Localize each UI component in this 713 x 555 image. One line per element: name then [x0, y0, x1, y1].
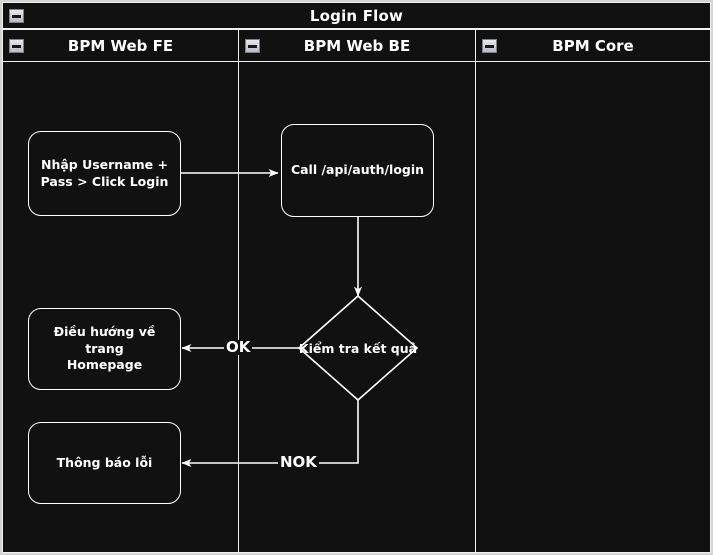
lane-body-bpm-core — [475, 62, 711, 553]
lane-core-collapse-icon[interactable] — [482, 39, 497, 53]
task-call-login-api-label: Call /api/auth/login — [290, 162, 425, 178]
lane-be-label: BPM Web BE — [303, 36, 411, 55]
pool-title-bar: Login Flow — [2, 2, 711, 29]
task-input-credentials-label: Nhập Username +Pass > Click Login — [40, 156, 169, 189]
edge-label-ok: OK — [224, 338, 253, 356]
lane-header-bpm-web-be: BPM Web BE — [238, 29, 476, 62]
edge-label-nok: NOK — [278, 453, 319, 471]
lane-header-bpm-web-fe: BPM Web FE — [2, 29, 239, 62]
task-input-credentials[interactable]: Nhập Username +Pass > Click Login — [28, 131, 181, 216]
pool-title-label: Login Flow — [309, 6, 404, 25]
lane-header-bpm-core: BPM Core — [475, 29, 711, 62]
lane-fe-label: BPM Web FE — [67, 36, 174, 55]
task-show-error[interactable]: Thông báo lỗi — [28, 422, 181, 504]
lane-be-collapse-icon[interactable] — [245, 39, 260, 53]
lane-core-label: BPM Core — [552, 36, 634, 55]
lane-fe-collapse-icon[interactable] — [9, 39, 24, 53]
task-call-login-api[interactable]: Call /api/auth/login — [281, 124, 434, 217]
pool-collapse-icon[interactable] — [9, 9, 24, 23]
task-show-error-label: Thông báo lỗi — [56, 454, 153, 470]
